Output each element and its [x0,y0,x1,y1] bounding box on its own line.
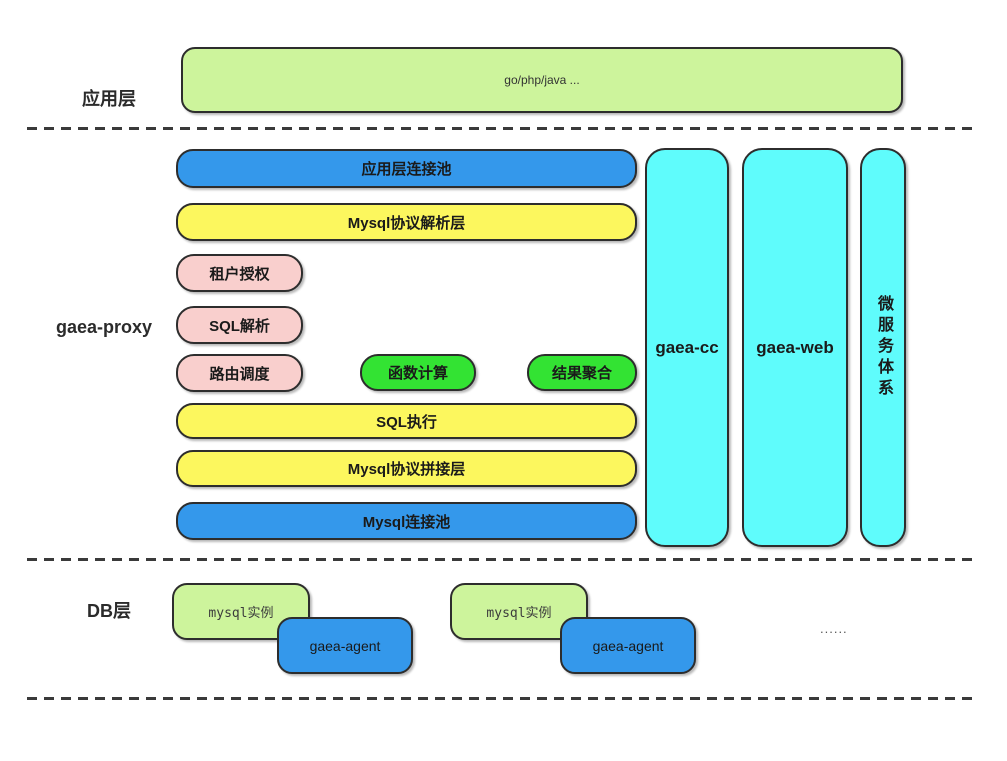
box-sql-execute-label: SQL执行 [376,413,437,431]
box-mysql-protocol-parse: Mysql协议解析层 [176,203,637,241]
box-sql-parse-label: SQL解析 [209,317,270,335]
box-routing-label: 路由调度 [209,365,270,383]
app-layer-label: 应用层 [82,89,136,109]
box-gaea-agent-2-label: gaea-agent [592,637,664,654]
box-mysql-connection-pool-label: Mysql连接池 [362,513,451,531]
box-app-connection-pool-label: 应用层连接池 [361,161,452,178]
box-tenant-auth-label: 租户授权 [209,265,270,283]
box-gaea-agent-1-label: gaea-agent [309,637,381,654]
column-microservice-system-label: 微服务体系 [875,295,892,400]
column-gaea-cc-label: gaea-cc [655,337,719,357]
box-gaea-agent-1: gaea-agent [277,617,413,674]
proxy-layer-label: gaea-proxy [56,317,153,337]
box-result-aggregation-label: 结果聚合 [551,365,612,382]
column-microservice-system: 微服务体系 [860,148,906,547]
divider-app-proxy [27,127,972,130]
app-layer-box-label: go/php/java ... [504,73,580,87]
column-gaea-web: gaea-web [742,148,848,547]
box-function-calc-label: 函数计算 [387,365,448,382]
db-layer-label: DB层 [87,601,131,621]
divider-bottom [27,697,972,700]
box-result-aggregation: 结果聚合 [527,354,637,391]
box-routing: 路由调度 [176,354,303,392]
box-tenant-auth: 租户授权 [176,254,303,292]
box-function-calc: 函数计算 [360,354,476,391]
box-mysql-protocol-parse-label: Mysql协议解析层 [347,214,466,232]
column-gaea-cc: gaea-cc [645,148,729,547]
box-mysql-instance-2-label: mysql实例 [486,606,552,621]
box-mysql-protocol-join: Mysql协议拼接层 [176,450,637,487]
divider-proxy-db [27,558,972,561]
app-layer-box: go/php/java ... [181,47,903,113]
box-mysql-protocol-join-label: Mysql协议拼接层 [347,461,466,478]
column-gaea-web-label: gaea-web [756,337,834,357]
box-sql-parse: SQL解析 [176,306,303,344]
db-more-ellipsis: ...... [820,621,848,636]
box-mysql-instance-1: mysql实例 [172,583,310,640]
box-sql-execute: SQL执行 [176,403,637,439]
box-mysql-connection-pool: Mysql连接池 [176,502,637,540]
box-mysql-instance-1-label: mysql实例 [208,606,274,621]
box-app-connection-pool: 应用层连接池 [176,149,637,188]
box-gaea-agent-2: gaea-agent [560,617,696,674]
